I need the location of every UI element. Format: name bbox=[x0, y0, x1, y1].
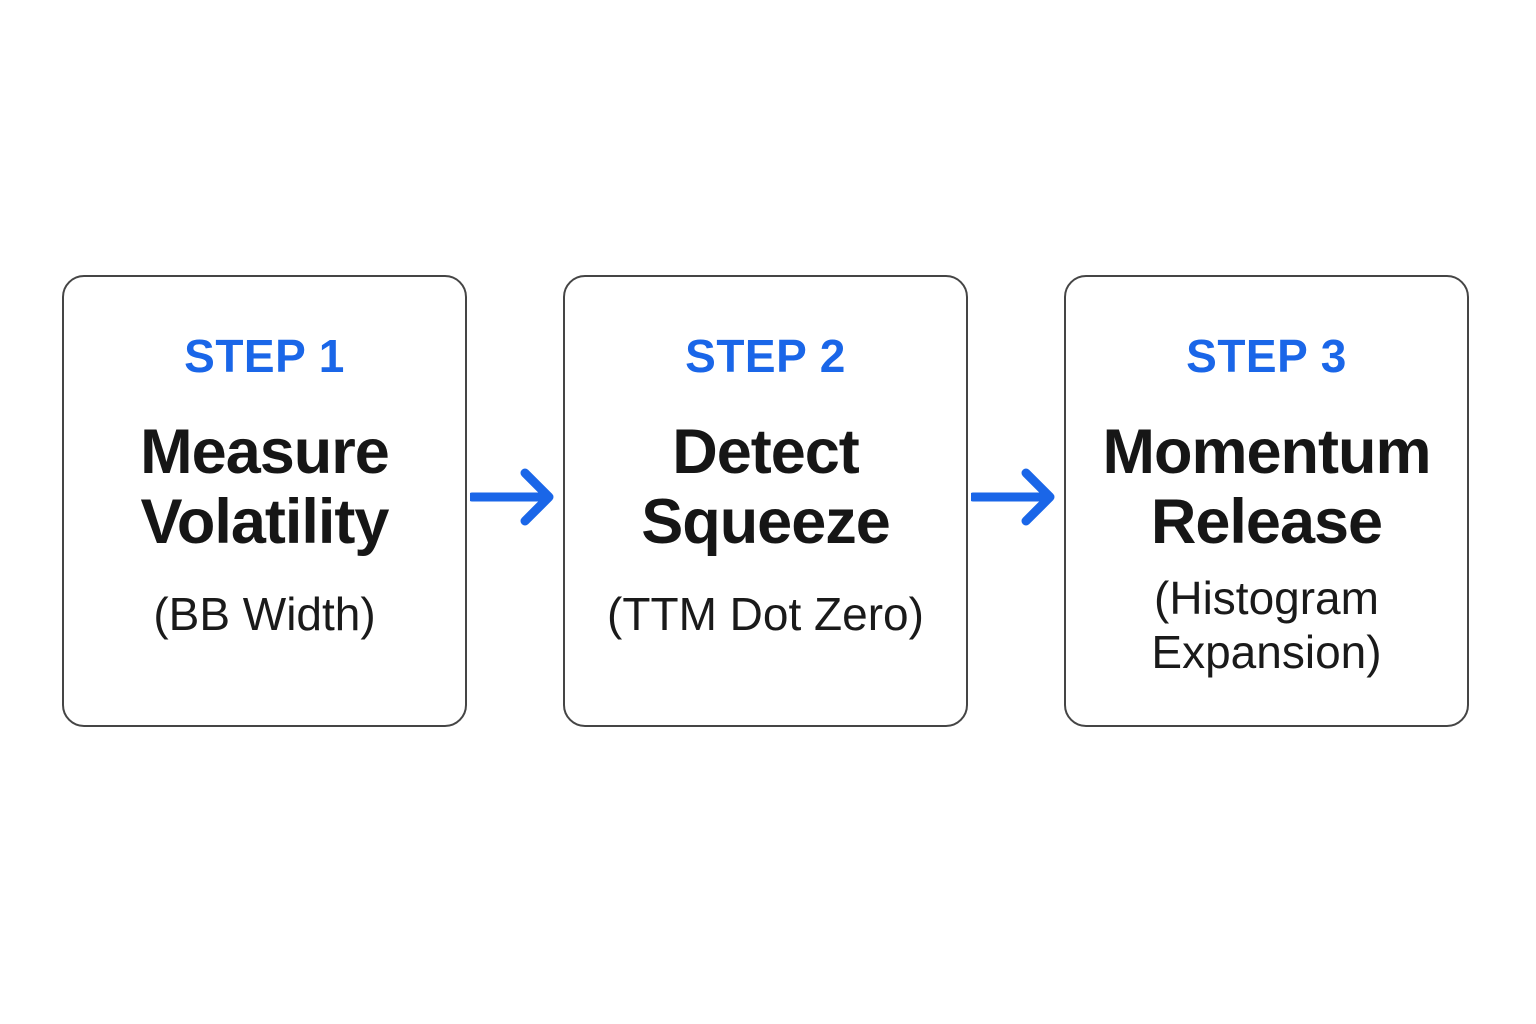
title-line: Measure bbox=[140, 417, 390, 487]
step-title: Measure Volatility bbox=[64, 417, 465, 557]
step-1-box: STEP 1 Measure Volatility (BB Width) bbox=[62, 275, 467, 727]
subtitle-line: (Histogram bbox=[1154, 572, 1379, 624]
title-line: Detect bbox=[672, 417, 860, 487]
subtitle-line: Expansion) bbox=[1151, 626, 1382, 678]
step-2-box: STEP 2 Detect Squeeze (TTM Dot Zero) bbox=[563, 275, 968, 727]
step-label: STEP 1 bbox=[184, 330, 345, 382]
title-line: Momentum bbox=[1102, 417, 1432, 487]
step-label: STEP 3 bbox=[1186, 330, 1347, 382]
subtitle-line: (BB Width) bbox=[153, 588, 376, 640]
step-subtitle: (TTM Dot Zero) bbox=[565, 587, 966, 641]
step-title: Detect Squeeze bbox=[565, 417, 966, 557]
subtitle-line: (TTM Dot Zero) bbox=[607, 588, 924, 640]
title-line: Volatility bbox=[140, 487, 390, 557]
step-3-box: STEP 3 Momentum Release (Histogram Expan… bbox=[1064, 275, 1469, 727]
step-subtitle: (BB Width) bbox=[64, 587, 465, 641]
title-line: Release bbox=[1150, 487, 1383, 557]
arrow-right-icon bbox=[971, 468, 1055, 526]
step-label: STEP 2 bbox=[685, 330, 846, 382]
arrow-right-icon bbox=[470, 468, 554, 526]
step-subtitle: (Histogram Expansion) bbox=[1066, 571, 1467, 679]
title-line: Squeeze bbox=[641, 487, 891, 557]
step-title: Momentum Release bbox=[1066, 417, 1467, 557]
